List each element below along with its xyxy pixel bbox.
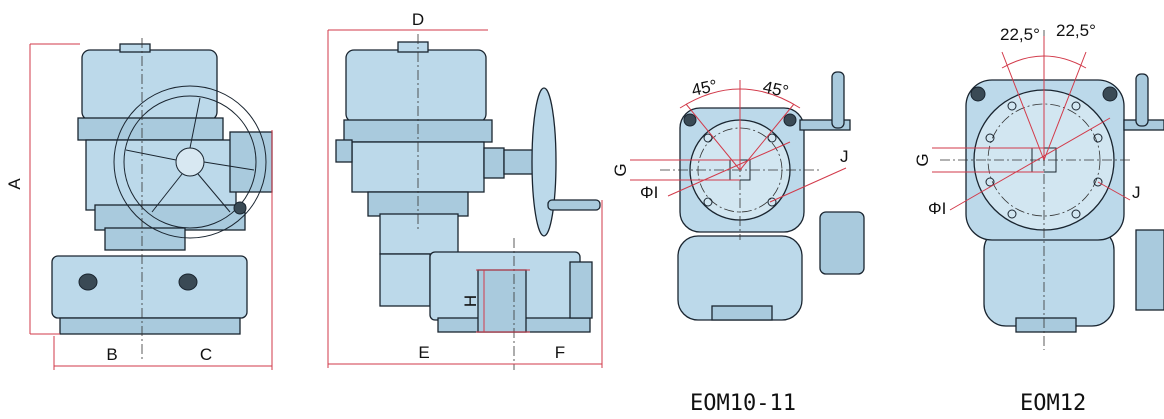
label-g-1: G	[611, 163, 630, 176]
label-e: E	[418, 343, 429, 362]
label-phi-i-1: ΦI	[640, 183, 658, 202]
label-f: F	[555, 343, 565, 362]
label-j-1: J	[840, 147, 849, 166]
dimension-a: A	[5, 43, 80, 335]
angle-45-left: 45°	[690, 76, 719, 100]
caption-eom12: EOM12	[1020, 391, 1086, 416]
dimension-h: H	[461, 269, 530, 333]
dimension-b-c: B C	[53, 130, 273, 370]
label-d: D	[412, 10, 424, 29]
front-view: A B C	[5, 38, 273, 370]
caption-eom10-11: EOM10-11	[690, 391, 796, 416]
label-h: H	[461, 295, 480, 307]
angle-45-right: 45°	[761, 77, 790, 101]
label-phi-i-2: ΦI	[928, 199, 946, 218]
side-view: D E F H	[327, 10, 603, 370]
angle-22-5-right: 22,5°	[1056, 21, 1096, 40]
label-a: A	[5, 178, 24, 190]
view-eom12: 22,5° 22,5° G ΦI J EOM12	[913, 21, 1164, 416]
view-eom10-11: 45° 45° G ΦI J EOM10-11	[611, 71, 865, 416]
dimension-e-f: E F	[327, 30, 603, 368]
angle-22-5-left: 22,5°	[1000, 25, 1040, 44]
dimension-d: D	[328, 10, 488, 31]
label-g-2: G	[913, 153, 932, 166]
label-j-2: J	[1132, 183, 1141, 202]
label-c: C	[200, 345, 212, 364]
label-b: B	[106, 345, 117, 364]
